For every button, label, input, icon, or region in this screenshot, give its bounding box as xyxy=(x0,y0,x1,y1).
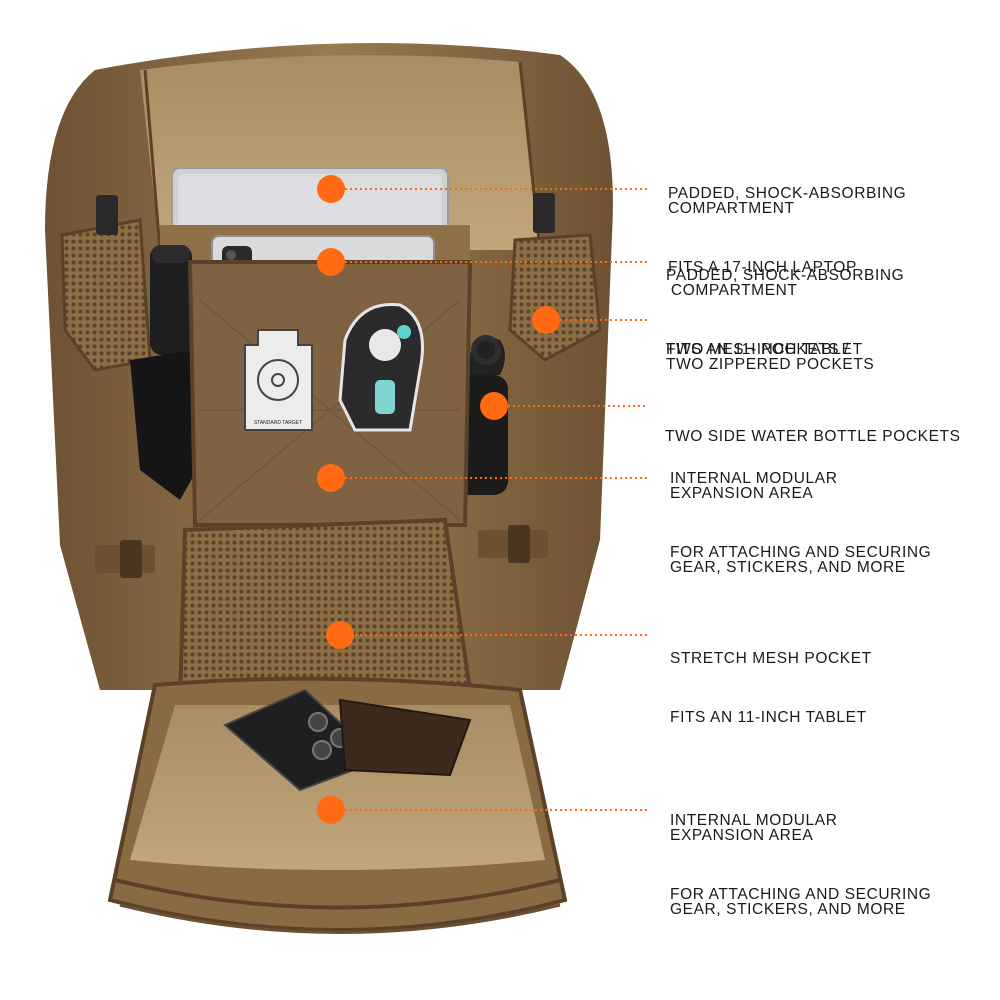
right-mesh-pocket xyxy=(508,233,602,362)
callout-heading: INTERNAL MODULAR EXPANSION AREA xyxy=(670,812,838,844)
callout-subtext: FITS A 17-INCH LAPTOP xyxy=(668,259,857,276)
callout-stretch-mesh: STRETCH MESH POCKET FITS AN 11-INCH TABL… xyxy=(670,621,872,740)
target-patch: STANDARD TARGET xyxy=(244,329,313,431)
left-mesh-pocket xyxy=(60,218,152,372)
svg-text:STANDARD TARGET: STANDARD TARGET xyxy=(254,420,302,426)
callout-side-pockets: TWO MESH POCKETS / TWO ZIPPERED POCKETS xyxy=(666,312,874,387)
callout-heading: TWO MESH POCKETS / TWO ZIPPERED POCKETS xyxy=(666,341,875,373)
callout-heading: INTERNAL MODULAR EXPANSION AREA xyxy=(670,470,838,502)
right-buckle xyxy=(478,525,548,563)
callout-heading: TWO SIDE WATER BOTTLE POCKETS xyxy=(665,428,961,445)
callout-heading: PADDED, SHOCK-ABSORBING COMPARTMENT xyxy=(668,185,907,217)
marker-modular-area-lower xyxy=(317,796,345,824)
callout-subtext: FITS AN 11-INCH TABLET xyxy=(666,341,863,358)
callout-bottle-pockets: TWO SIDE WATER BOTTLE POCKETS xyxy=(665,399,961,459)
marker-stretch-mesh xyxy=(326,621,354,649)
callout-subtext: FOR ATTACHING AND SECURING GEAR, STICKER… xyxy=(670,886,932,918)
marker-tablet xyxy=(317,248,345,276)
stretch-mesh-pocket xyxy=(177,517,473,703)
marker-laptop xyxy=(317,175,345,203)
skull-patch xyxy=(338,302,424,432)
marker-modular-area-upper xyxy=(317,464,345,492)
callout-markers xyxy=(317,175,560,824)
callout-heading: PADDED, SHOCK-ABSORBING COMPARTMENT xyxy=(666,267,905,299)
callout-modular-area-lower: INTERNAL MODULAR EXPANSION AREA FOR ATTA… xyxy=(670,783,931,932)
callout-heading: STRETCH MESH POCKET xyxy=(670,650,872,667)
marker-side-pockets xyxy=(532,306,560,334)
leader-lines xyxy=(345,188,648,811)
callout-subtext: FOR ATTACHING AND SECURING GEAR, STICKER… xyxy=(670,544,932,576)
flashlight xyxy=(150,245,192,355)
wallet xyxy=(338,698,472,777)
callout-tablet: PADDED, SHOCK-ABSORBING COMPARTMENT FITS… xyxy=(666,238,904,372)
marker-bottle-pockets xyxy=(480,392,508,420)
callout-laptop: PADDED, SHOCK-ABSORBING COMPARTMENT FITS… xyxy=(668,156,906,290)
callout-modular-area-upper: INTERNAL MODULAR EXPANSION AREA FOR ATTA… xyxy=(670,441,931,590)
left-buckle xyxy=(95,540,155,578)
callout-subtext: FITS AN 11-INCH TABLET xyxy=(670,709,867,726)
